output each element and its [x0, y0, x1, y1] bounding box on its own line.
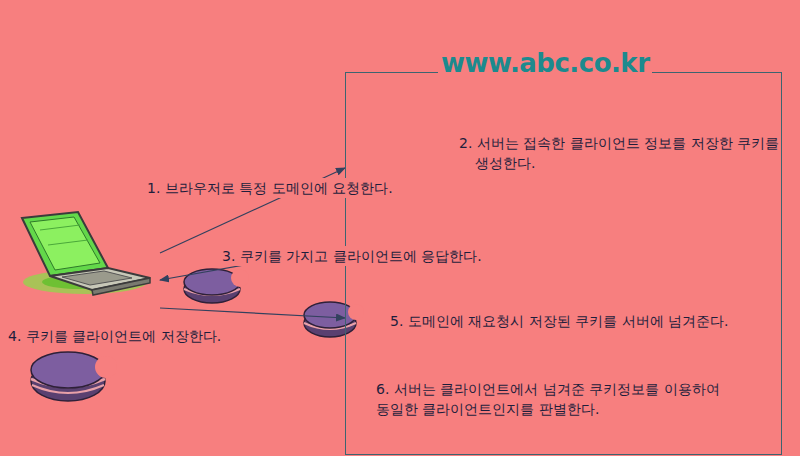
step-label: 3. 쿠키를 가지고 클라이언트에 응답한다.	[220, 246, 484, 266]
client-node: 4. 쿠키를 클라이언트에 저장한다.	[15, 205, 160, 315]
arrow-connector	[160, 308, 345, 318]
cookie-illustration	[304, 302, 364, 337]
step-label: 5. 도메인에 재요청시 저장된 쿠키를 서버에 넘겨준다.	[388, 311, 731, 331]
step-text: 6. 서버는 클라이언트에서 넘겨준 쿠키정보를 이용하여 동일한 클라이언트인…	[376, 379, 721, 419]
step-label: 1. 브라우저로 특정 도메인에 요청한다.	[145, 178, 395, 198]
step-text: 2. 서버는 접속한 클라이언트 정보를 저장한 쿠키를 생성한다.	[459, 133, 793, 173]
laptop-illustration	[22, 212, 150, 295]
cookie-illustration	[31, 352, 117, 401]
step-text: 4. 쿠키를 클라이언트에 저장한다.	[8, 326, 221, 346]
server-title: www.abc.co.kr	[438, 48, 652, 78]
